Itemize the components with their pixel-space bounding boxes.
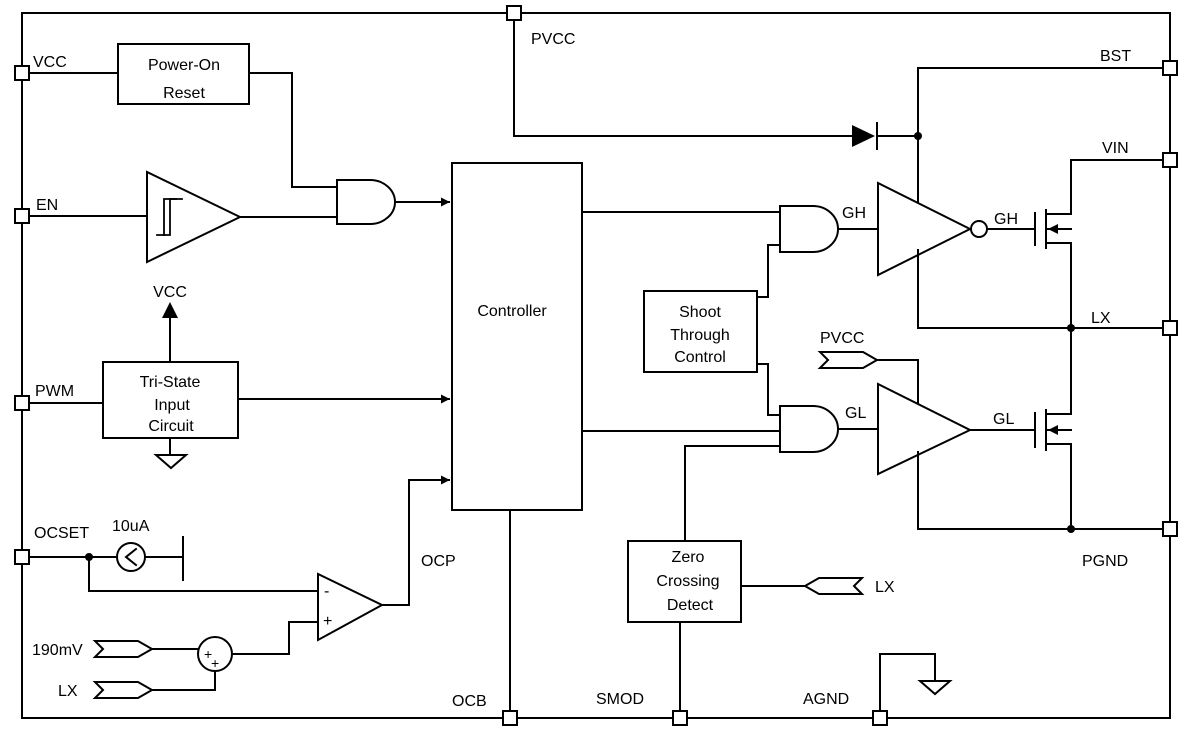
ocb-pin	[502, 710, 518, 726]
gl-gate-label: GL	[845, 405, 866, 422]
low-side-and-gate	[779, 405, 839, 453]
lx-pin-label: LX	[1091, 310, 1111, 327]
power-on-reset-line1: Power-On	[148, 57, 220, 74]
sum-plus-top: +	[204, 646, 212, 662]
chip-outline	[21, 12, 1171, 719]
pvcc-input-label: PVCC	[820, 330, 864, 347]
current-source-label: 10uA	[112, 518, 150, 535]
high-side-and-gate	[779, 205, 839, 253]
zero-crossing-line1: Zero	[672, 549, 705, 566]
comparator-plus: +	[323, 613, 332, 630]
current-source-icon	[116, 542, 146, 572]
vcc-pin	[14, 65, 30, 81]
pvcc-pin	[506, 5, 522, 21]
lx-zcd-input-label: LX	[875, 579, 895, 596]
ocset-pin	[14, 549, 30, 565]
zero-crossing-line3: Detect	[667, 597, 714, 614]
shoot-through-line1: Shoot	[679, 304, 721, 321]
bootstrap-diode	[852, 125, 875, 147]
ref-190mv-input-tag	[92, 640, 155, 658]
shoot-through-line2: Through	[670, 327, 730, 344]
vin-pin	[1162, 152, 1178, 168]
pvcc-input-tag	[817, 351, 880, 369]
sum-plus-bottom: +	[211, 655, 219, 671]
gh-driver-label: GH	[994, 211, 1018, 228]
agnd-pin	[872, 710, 888, 726]
bst-pin	[1162, 60, 1178, 76]
tri-state-line1: Tri-State	[140, 374, 201, 391]
en-pin-label: EN	[36, 197, 58, 214]
vcc-up-arrow	[162, 302, 178, 318]
vin-pin-label: VIN	[1102, 140, 1129, 157]
vcc-supply-label: VCC	[153, 284, 187, 301]
comparator-minus: -	[324, 583, 329, 600]
high-side-driver	[877, 181, 973, 277]
lx-zcd-input-tag	[802, 577, 865, 595]
lx-input-tag	[92, 681, 155, 699]
shoot-through-control-block	[643, 290, 758, 373]
agnd-pin-label: AGND	[803, 691, 849, 708]
tri-state-input-block	[102, 361, 239, 439]
power-on-reset-line2: Reset	[163, 85, 205, 102]
controller-label: Controller	[477, 303, 547, 320]
schmitt-trigger-buffer	[146, 170, 243, 264]
gh-gate-label: GH	[842, 205, 866, 222]
tri-state-ground-icon	[153, 454, 189, 470]
ref-190mv-label: 190mV	[32, 642, 83, 659]
en-pin	[14, 208, 30, 224]
lx-pin	[1162, 320, 1178, 336]
zero-crossing-line2: Crossing	[656, 573, 719, 590]
bst-pin-label: BST	[1100, 48, 1131, 65]
pvcc-pin-label: PVCC	[531, 31, 575, 48]
controller-block	[451, 162, 583, 511]
shoot-through-line3: Control	[674, 349, 726, 366]
ocp-comparator	[317, 572, 385, 642]
tri-state-line3: Circuit	[148, 418, 194, 435]
ocb-pin-label: OCB	[452, 693, 487, 710]
ocset-pin-label: OCSET	[34, 525, 89, 542]
agnd-ground-icon	[917, 680, 953, 696]
smod-pin	[672, 710, 688, 726]
pwm-pin-label: PWM	[35, 383, 74, 400]
vcc-pin-label: VCC	[33, 54, 67, 71]
pgnd-pin-label: PGND	[1082, 553, 1128, 570]
lx-input-label: LX	[58, 683, 78, 700]
low-side-driver	[877, 382, 973, 476]
pwm-pin	[14, 395, 30, 411]
power-on-reset-block	[117, 43, 250, 105]
pgnd-pin	[1162, 521, 1178, 537]
gl-driver-label: GL	[993, 411, 1014, 428]
enable-and-gate	[336, 179, 396, 225]
inverter-bubble	[970, 220, 988, 238]
tri-state-line2: Input	[154, 397, 190, 414]
smod-pin-label: SMOD	[596, 691, 644, 708]
ocp-label: OCP	[421, 553, 456, 570]
